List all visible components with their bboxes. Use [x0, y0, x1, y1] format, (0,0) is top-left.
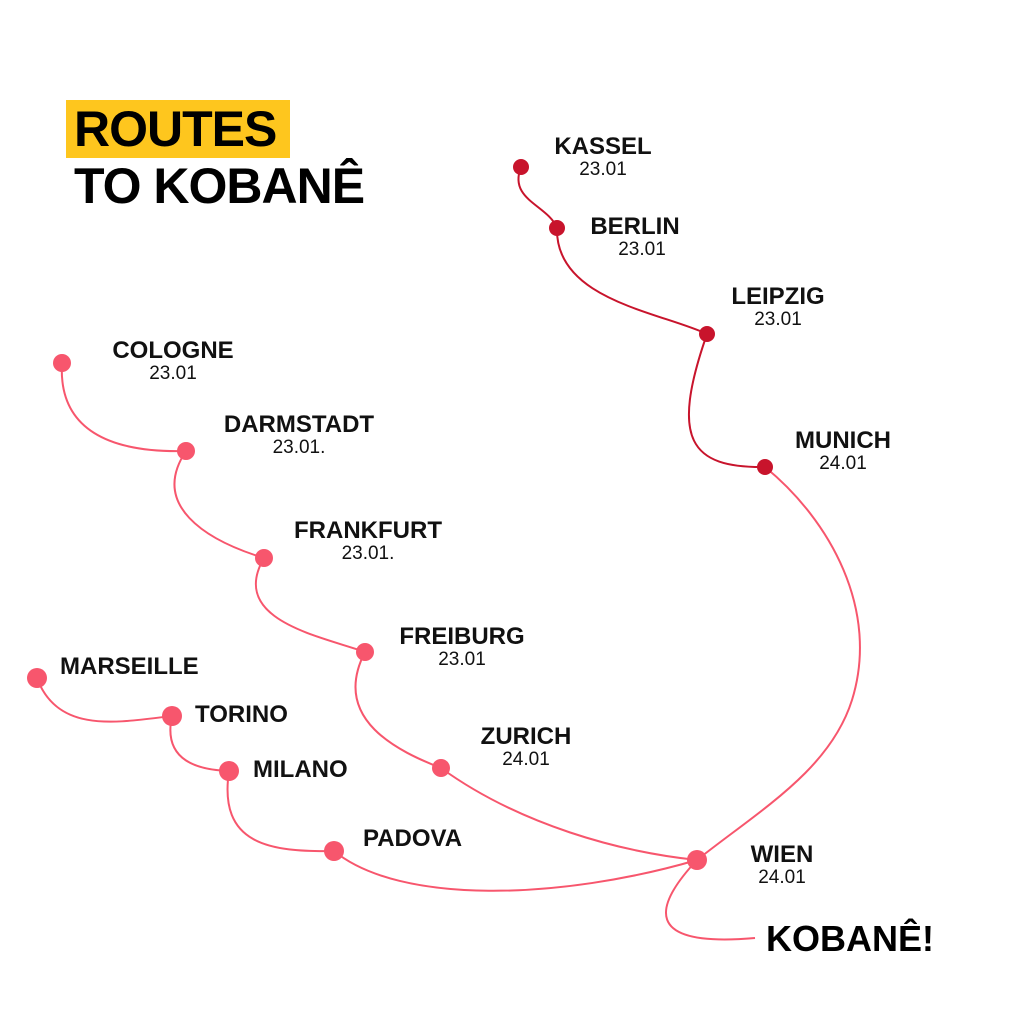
stop-name: BERLIN [590, 213, 680, 240]
stop-marker-marseille [27, 668, 47, 688]
stop-marker-padova [324, 841, 344, 861]
stop-name: MILANO [253, 756, 348, 783]
stop-marker-darmstadt [177, 442, 195, 460]
stop-name: TORINO [195, 701, 288, 728]
stop-name: KASSEL [554, 133, 652, 160]
route-zurich-wien [440, 767, 698, 861]
stop-marker-berlin [549, 220, 565, 236]
title-line-2: TO KOBANÊ [74, 158, 365, 214]
stop-label-padova: PADOVA [363, 826, 462, 852]
stop-label-frankfurt: FRANKFURT 23.01. [280, 518, 456, 564]
stop-name: FREIBURG [399, 623, 525, 650]
route-cologne-darmstadt [60, 362, 187, 453]
stop-marker-milano [219, 761, 239, 781]
route-berlin-leipzig [555, 227, 708, 335]
stop-label-wien: WIEN 24.01 [730, 842, 834, 888]
stop-date: 23.01. [272, 437, 326, 458]
stop-date: 23.01 [438, 649, 486, 670]
route-leipzig-munich [687, 333, 766, 469]
stop-marker-kassel [513, 159, 529, 175]
stop-date: 23.01. [341, 543, 395, 564]
route-freiburg-zurich [354, 651, 442, 769]
stop-date: 24.01 [758, 867, 806, 888]
stop-name: FRANKFURT [294, 517, 442, 544]
route-wien-kobane [665, 859, 756, 941]
stop-label-marseille: MARSEILLE [60, 654, 199, 680]
stop-name: LEIPZIG [731, 283, 825, 310]
stop-name: MARSEILLE [60, 653, 199, 680]
route-milano-padova [226, 770, 335, 853]
route-padova-wien [333, 850, 698, 892]
stop-marker-wien [687, 850, 707, 870]
title-line-1: ROUTES [66, 100, 291, 158]
stop-label-torino: TORINO [195, 702, 288, 728]
stop-marker-torino [162, 706, 182, 726]
stop-date: 24.01 [502, 749, 550, 770]
stop-name: COLOGNE [112, 337, 234, 364]
stop-label-berlin: BERLIN 23.01 [580, 214, 690, 260]
stop-marker-cologne [53, 354, 71, 372]
stop-label-munich: MUNICH 24.01 [783, 428, 903, 474]
stop-name: MUNICH [795, 427, 891, 454]
route-darmstadt-frankfurt [173, 450, 265, 559]
stop-label-kassel: KASSEL 23.01 [548, 134, 658, 180]
stop-label-darmstadt: DARMSTADT 23.01. [206, 412, 392, 458]
stop-date: 23.01 [754, 309, 802, 330]
stop-date: 23.01 [618, 239, 666, 260]
stop-date: 23.01 [579, 159, 627, 180]
stop-marker-zurich [432, 759, 450, 777]
page-title: ROUTES TO KOBANÊ [66, 100, 365, 214]
route-frankfurt-freiburg [255, 557, 366, 653]
stop-label-milano: MILANO [253, 757, 348, 783]
stop-label-zurich: ZURICH 24.01 [470, 724, 582, 770]
route-marseille-torino [36, 677, 173, 723]
stop-label-leipzig: LEIPZIG 23.01 [718, 284, 838, 330]
stop-label-freiburg: FREIBURG 23.01 [388, 624, 536, 670]
stop-marker-frankfurt [255, 549, 273, 567]
route-munich-wien [696, 466, 861, 861]
stop-date: 23.01 [149, 363, 197, 384]
stop-marker-freiburg [356, 643, 374, 661]
stop-name: PADOVA [363, 825, 463, 852]
stop-marker-leipzig [699, 326, 715, 342]
stop-name: DARMSTADT [223, 411, 375, 438]
stop-date: 24.01 [819, 453, 867, 474]
stop-label-cologne: COLOGNE 23.01 [100, 338, 246, 384]
stop-name: WIEN [750, 841, 814, 868]
destination-label: KOBANÊ! [766, 918, 934, 959]
stop-name: ZURICH [480, 723, 572, 750]
stop-marker-munich [757, 459, 773, 475]
